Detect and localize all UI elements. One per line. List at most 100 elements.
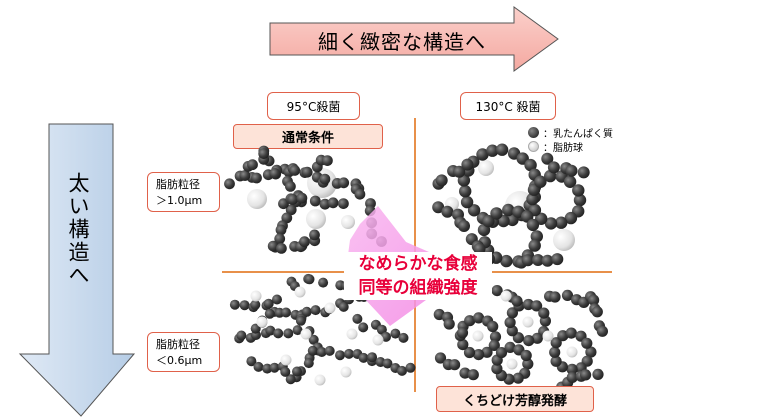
protein-particle (489, 331, 502, 343)
protein-particle (338, 301, 349, 312)
fat-size-small-line1: 脂肪粒径 (156, 338, 200, 351)
protein-particle (272, 294, 282, 305)
protein-particle (285, 204, 297, 216)
protein-particle (531, 332, 543, 344)
protein-particle (460, 195, 474, 209)
protein-particle (564, 211, 578, 225)
protein-particle (467, 369, 479, 381)
protein-particle (495, 347, 508, 359)
protein-particle (585, 346, 597, 358)
protein-particle (473, 242, 486, 255)
protein-particle (283, 328, 294, 339)
protein-particle (358, 352, 369, 363)
protein-particle (573, 193, 587, 207)
protein-particle (309, 195, 321, 207)
center-text-line1: なめらかな食感 (358, 254, 478, 274)
fat-globule (506, 358, 518, 370)
protein-particle (285, 181, 296, 192)
protein-particle (557, 330, 569, 342)
protein-particle (307, 345, 318, 356)
protein-particle (561, 289, 574, 301)
header-95c: 95°C殺菌 (267, 92, 360, 120)
protein-particle (456, 327, 469, 339)
protein-particle (289, 165, 301, 176)
fat-globule (372, 334, 384, 346)
protein-particle (526, 218, 540, 232)
protein-particle (432, 201, 445, 214)
protein-particle (524, 158, 537, 172)
protein-particle (541, 254, 554, 267)
protein-particle (441, 205, 454, 218)
protein-particle (490, 207, 503, 220)
protein-particle (296, 192, 308, 204)
fat-size-small: 脂肪粒径 ＜0.6μm (147, 332, 220, 372)
protein-particle (563, 175, 577, 188)
fat-globule (300, 328, 312, 340)
protein-particle (461, 158, 474, 171)
protein-particle (511, 295, 523, 307)
protein-particle (319, 198, 331, 210)
protein-particle (459, 185, 472, 198)
fat-globule (314, 374, 326, 386)
protein-particle (473, 312, 485, 324)
protein-particle (304, 274, 315, 285)
center-text-line2: 同等の組織強度 (358, 278, 478, 298)
protein-particle (544, 217, 558, 230)
protein-particle (338, 198, 349, 210)
protein-particle (253, 361, 264, 372)
protein-particle (367, 352, 378, 363)
protein-particle (541, 152, 554, 165)
fat-globule (553, 229, 575, 251)
protein-particle (487, 320, 499, 333)
protein-particle (264, 308, 275, 319)
protein-particle (263, 298, 274, 309)
fat-size-large: 脂肪粒径 ＞1.0μm (147, 172, 220, 212)
protein-particle (246, 356, 257, 367)
protein-particle (276, 243, 287, 254)
fat-globule (247, 189, 267, 209)
fat-globule (500, 290, 512, 302)
fat-globule (472, 330, 484, 342)
protein-particle (463, 346, 476, 359)
fat-globule (478, 160, 494, 176)
protein-particle (555, 216, 568, 229)
protein-particle (521, 254, 534, 267)
protein-particle (287, 194, 299, 205)
protein-particle (486, 144, 499, 157)
fat-globule (346, 328, 358, 340)
protein-particle (319, 173, 331, 185)
legend-protein: ：乳たんぱく質 (528, 125, 613, 140)
protein-particle (303, 358, 314, 369)
protein-particle (512, 372, 524, 384)
protein-particle (316, 347, 327, 357)
protein-particle (482, 214, 495, 228)
protein-particle (522, 358, 534, 370)
protein-particle (229, 299, 240, 310)
protein-particle (275, 224, 287, 236)
protein-particle (405, 362, 416, 373)
protein-particle (550, 355, 562, 367)
protein-particle (528, 239, 541, 252)
protein-particle (335, 350, 345, 361)
protein-particle (301, 166, 313, 178)
protein-particle (502, 203, 515, 217)
protein-particle (352, 313, 363, 324)
protein-particle (239, 170, 251, 181)
protein-particle (453, 165, 466, 178)
protein-particle (547, 161, 560, 174)
protein-particle (504, 316, 516, 329)
protein-particle (281, 307, 291, 318)
protein-particle (500, 254, 513, 268)
fat-globule (522, 316, 534, 328)
protein-particle (520, 349, 532, 362)
protein-particle (531, 300, 543, 312)
fat-globule (280, 354, 292, 366)
protein-particle (397, 365, 407, 376)
protein-particle (532, 254, 544, 266)
top-arrow-label: 細く緻密な構造へ (318, 30, 486, 54)
protein-particle (473, 349, 485, 361)
protein-particle (390, 328, 401, 339)
fat-globule (306, 209, 326, 229)
protein-particle (398, 332, 409, 343)
